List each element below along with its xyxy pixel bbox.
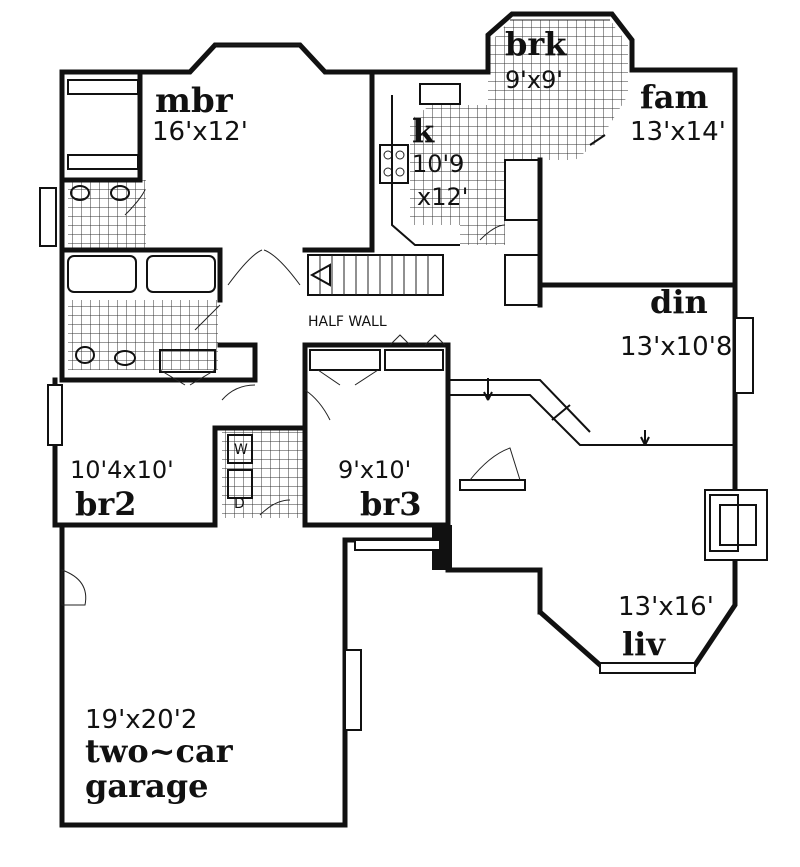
washer-label: W [234,442,248,458]
half-wall-label: HALF WALL [308,314,387,330]
room-size-brk: 9'x9' [505,66,563,94]
room-name-din: din [650,283,708,321]
room-name-mbr: mbr [155,81,234,121]
room-size-k-line1: 10'9 [412,150,464,178]
room-size-din: 13'x10'8 [620,332,732,362]
room-name-liv: liv [622,625,666,663]
room-size-br3: 9'x10' [338,456,411,484]
room-name-brk: brk [505,25,567,63]
dryer-label: D [234,496,245,512]
tile-floors [68,20,628,518]
fixtures [67,79,739,552]
room-name-br3: br3 [360,485,422,523]
room-name-garage-line2: garage [85,767,208,805]
walls [52,11,738,828]
room-size-fam: 13'x14' [630,117,726,147]
room-size-br2: 10'4x10' [70,456,174,484]
room-name-garage-line1: two~car [85,732,234,770]
room-size-garage: 19'x20'2 [85,705,197,735]
room-size-liv: 13'x16' [618,592,714,622]
room-name-br2: br2 [75,485,137,523]
room-size-k-line2: x12' [417,183,468,211]
room-name-k: k [412,112,435,150]
stairs [307,254,444,296]
room-labels: mbr 16'x12' brk 9'x9' k 10'9 x12' fam 13… [70,25,732,805]
doors [61,134,650,606]
room-name-fam: fam [640,78,709,116]
windows [39,19,768,731]
room-size-mbr: 16'x12' [152,117,248,147]
